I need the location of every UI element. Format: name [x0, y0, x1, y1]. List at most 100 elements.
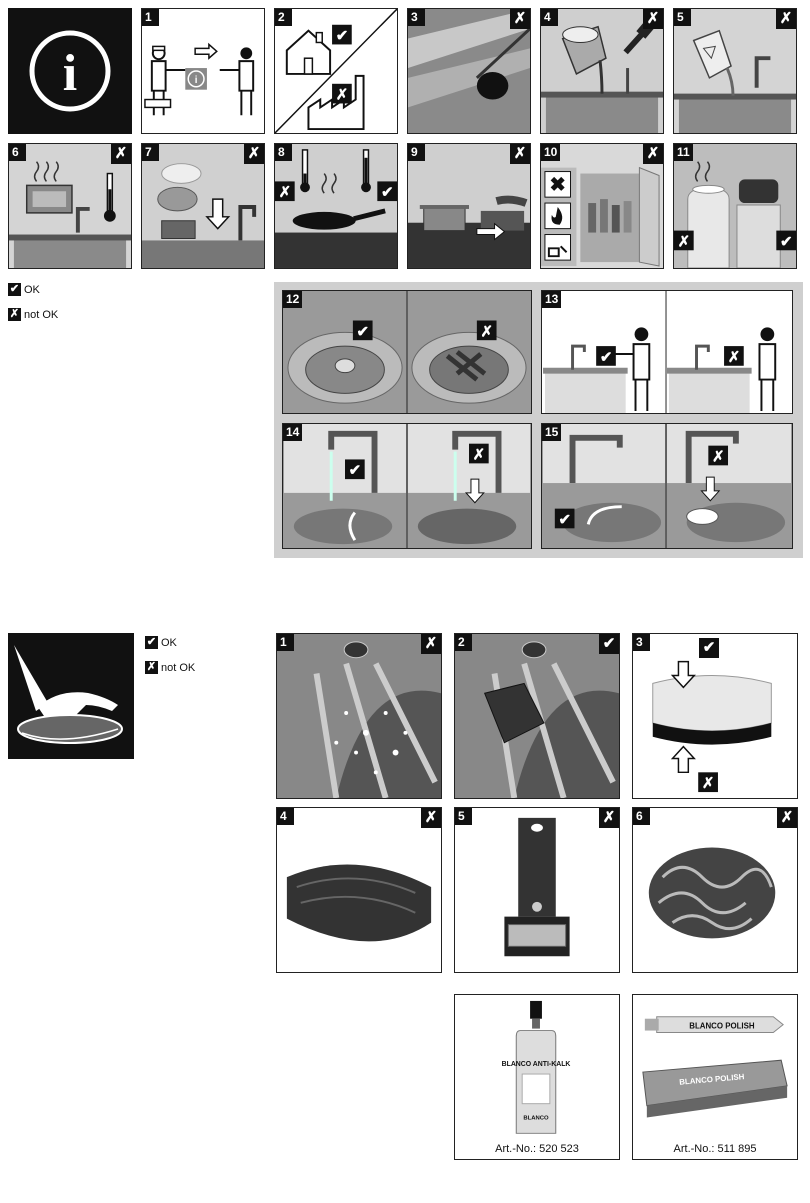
scraper-illustration — [504, 817, 570, 957]
step-number: 12 — [283, 291, 303, 308]
step-number: 7 — [142, 144, 159, 161]
rinse-faucet-illustration: ✔ ✗ — [283, 424, 531, 548]
not-ok-mark: ✗ — [777, 808, 797, 828]
step-number: 8 — [275, 144, 292, 161]
step-number: 11 — [674, 144, 693, 161]
info-icon: i — [29, 30, 111, 112]
cleaning-panel-5: 5 ✗ — [454, 807, 620, 973]
cross-icon: ✗ — [8, 308, 21, 321]
step-panel-5: 5 ✗ — [673, 8, 797, 134]
cleaning-panel-2: 2 ✔ — [454, 633, 620, 799]
svg-text:✔: ✔ — [349, 463, 361, 479]
sponge-soft-side-illustration: ✗ — [652, 660, 772, 792]
step-panel-14: 14 ✔ ✗ — [282, 423, 532, 549]
legend-not-ok-label: not OK — [161, 661, 196, 674]
check-icon: ✔ — [145, 636, 158, 649]
step-panel-8: 8 ✗ ✔ — [274, 143, 398, 269]
cleaning-panel-1: 1 ✗ — [276, 633, 442, 799]
step-number: 3 — [408, 9, 425, 26]
chemical-bottle-sink-illustration — [674, 29, 796, 133]
step-number: 5 — [455, 808, 472, 825]
svg-text:✔: ✔ — [600, 350, 612, 366]
step-panel-15: 15 ✔ ✗ — [541, 423, 793, 549]
legend-not-ok-label: not OK — [24, 308, 59, 321]
step-panel-2: 2 ✔ ✗ — [274, 8, 398, 134]
step-number: 10 — [541, 144, 561, 161]
hot-fryer-sink-illustration — [9, 161, 131, 268]
hot-pan-illustration: ✗ ✔ — [275, 149, 397, 268]
step-number: 4 — [277, 808, 294, 825]
ok-mark: ✔ — [699, 638, 719, 658]
cleaning-icon-block — [8, 633, 134, 759]
house-vs-factory-illustration: ✔ ✗ — [275, 9, 397, 133]
step-number: 5 — [674, 9, 691, 26]
not-ok-mark: ✗ — [776, 9, 796, 29]
step-panel-11: 11 ✗ ✔ — [673, 143, 797, 269]
legend-not-ok-bottom: ✗ not OK — [145, 661, 195, 674]
sink-surface-object-illustration — [408, 9, 530, 108]
svg-text:BLANCO POLISH: BLANCO POLISH — [689, 1022, 755, 1031]
step-number: 13 — [542, 291, 562, 308]
legend-ok-bottom: ✔ OK — [145, 636, 177, 649]
legend-ok: ✔ OK — [8, 283, 40, 296]
product-anti-kalk: BLANCO ANTI-KALK BLANCO Art.-No.: 520 52… — [454, 994, 620, 1160]
legend-not-ok: ✗ not OK — [8, 308, 58, 321]
step-number: 14 — [283, 424, 303, 441]
not-ok-mark: ✗ — [421, 634, 441, 654]
polish-tube-and-box-illustration: BLANCO POLISH BLANCO POLISH — [642, 1016, 788, 1118]
not-ok-mark: ✗ — [244, 144, 264, 164]
cleaning-panel-3: 3 ✔ ✗ — [632, 633, 798, 799]
svg-text:✗: ✗ — [702, 776, 714, 792]
handover-manual-illustration: i — [144, 42, 255, 116]
step-panel-1: 1 i — [141, 8, 265, 134]
pot-sliding-cooktop-illustration — [408, 195, 530, 268]
step-number: 9 — [408, 144, 425, 161]
product-article-number: Art.-No.: 511 895 — [673, 1143, 757, 1155]
svg-text:✗: ✗ — [473, 447, 485, 463]
falling-pots-illustration — [142, 163, 264, 268]
product-polish: BLANCO POLISH BLANCO POLISH Art.-No.: 51… — [632, 994, 798, 1160]
step-number: 6 — [633, 808, 650, 825]
svg-text:✔: ✔ — [780, 234, 792, 250]
step-panel-10: 10 ✗ ✖ — [540, 143, 664, 269]
spray-bottle-illustration: BLANCO ANTI-KALK BLANCO — [502, 1000, 571, 1134]
steel-wool-pad-illustration — [286, 864, 432, 942]
check-icon: ✔ — [8, 283, 21, 296]
info-block: i — [8, 8, 132, 134]
not-ok-mark: ✗ — [643, 144, 663, 164]
step-panel-4: 4 ✗ — [540, 8, 664, 134]
not-ok-mark: ✗ — [111, 144, 131, 164]
svg-text:BLANCO ANTI-KALK: BLANCO ANTI-KALK — [502, 1061, 571, 1068]
svg-text:✗: ✗ — [678, 234, 690, 250]
paint-bucket-sink-illustration — [541, 20, 663, 133]
step-panel-9: 9 ✗ — [407, 143, 531, 269]
person-at-sink-illustration: ✔ ✗ — [543, 291, 777, 413]
drain-strainer-illustration: ✔ ✗ — [287, 291, 527, 413]
legend-ok-label: OK — [161, 636, 177, 649]
svg-text:✔: ✔ — [357, 324, 369, 340]
step-panel-6: 6 ✗ — [8, 143, 132, 269]
step-number: 2 — [275, 9, 292, 26]
cabinet-chemicals-illustration: ✖ — [541, 166, 660, 267]
step-panel-13: 13 ✔ ✗ — [541, 290, 793, 414]
svg-text:✖: ✖ — [549, 174, 565, 196]
cleaner-bottles-illustration: ✗ ✔ — [674, 161, 796, 268]
not-ok-mark: ✗ — [599, 808, 619, 828]
legend-ok-label: OK — [24, 283, 40, 296]
step-number: 2 — [455, 634, 472, 651]
svg-text:✗: ✗ — [279, 185, 291, 201]
not-ok-mark: ✗ — [421, 808, 441, 828]
step-number: 15 — [542, 424, 562, 441]
svg-text:✗: ✗ — [481, 324, 493, 340]
step-number: 3 — [633, 634, 650, 651]
not-ok-mark: ✗ — [510, 9, 530, 29]
product-article-number: Art.-No.: 520 523 — [495, 1143, 579, 1155]
step-panel-7: 7 ✗ — [141, 143, 265, 269]
step-panel-12: 12 ✔ ✗ — [282, 290, 532, 414]
steel-scrubber-illustration — [648, 847, 776, 939]
svg-text:✔: ✔ — [336, 29, 348, 45]
svg-text:✗: ✗ — [712, 449, 724, 465]
step-number: 4 — [541, 9, 558, 26]
cross-icon: ✗ — [145, 661, 158, 674]
svg-text:✗: ✗ — [728, 350, 740, 366]
